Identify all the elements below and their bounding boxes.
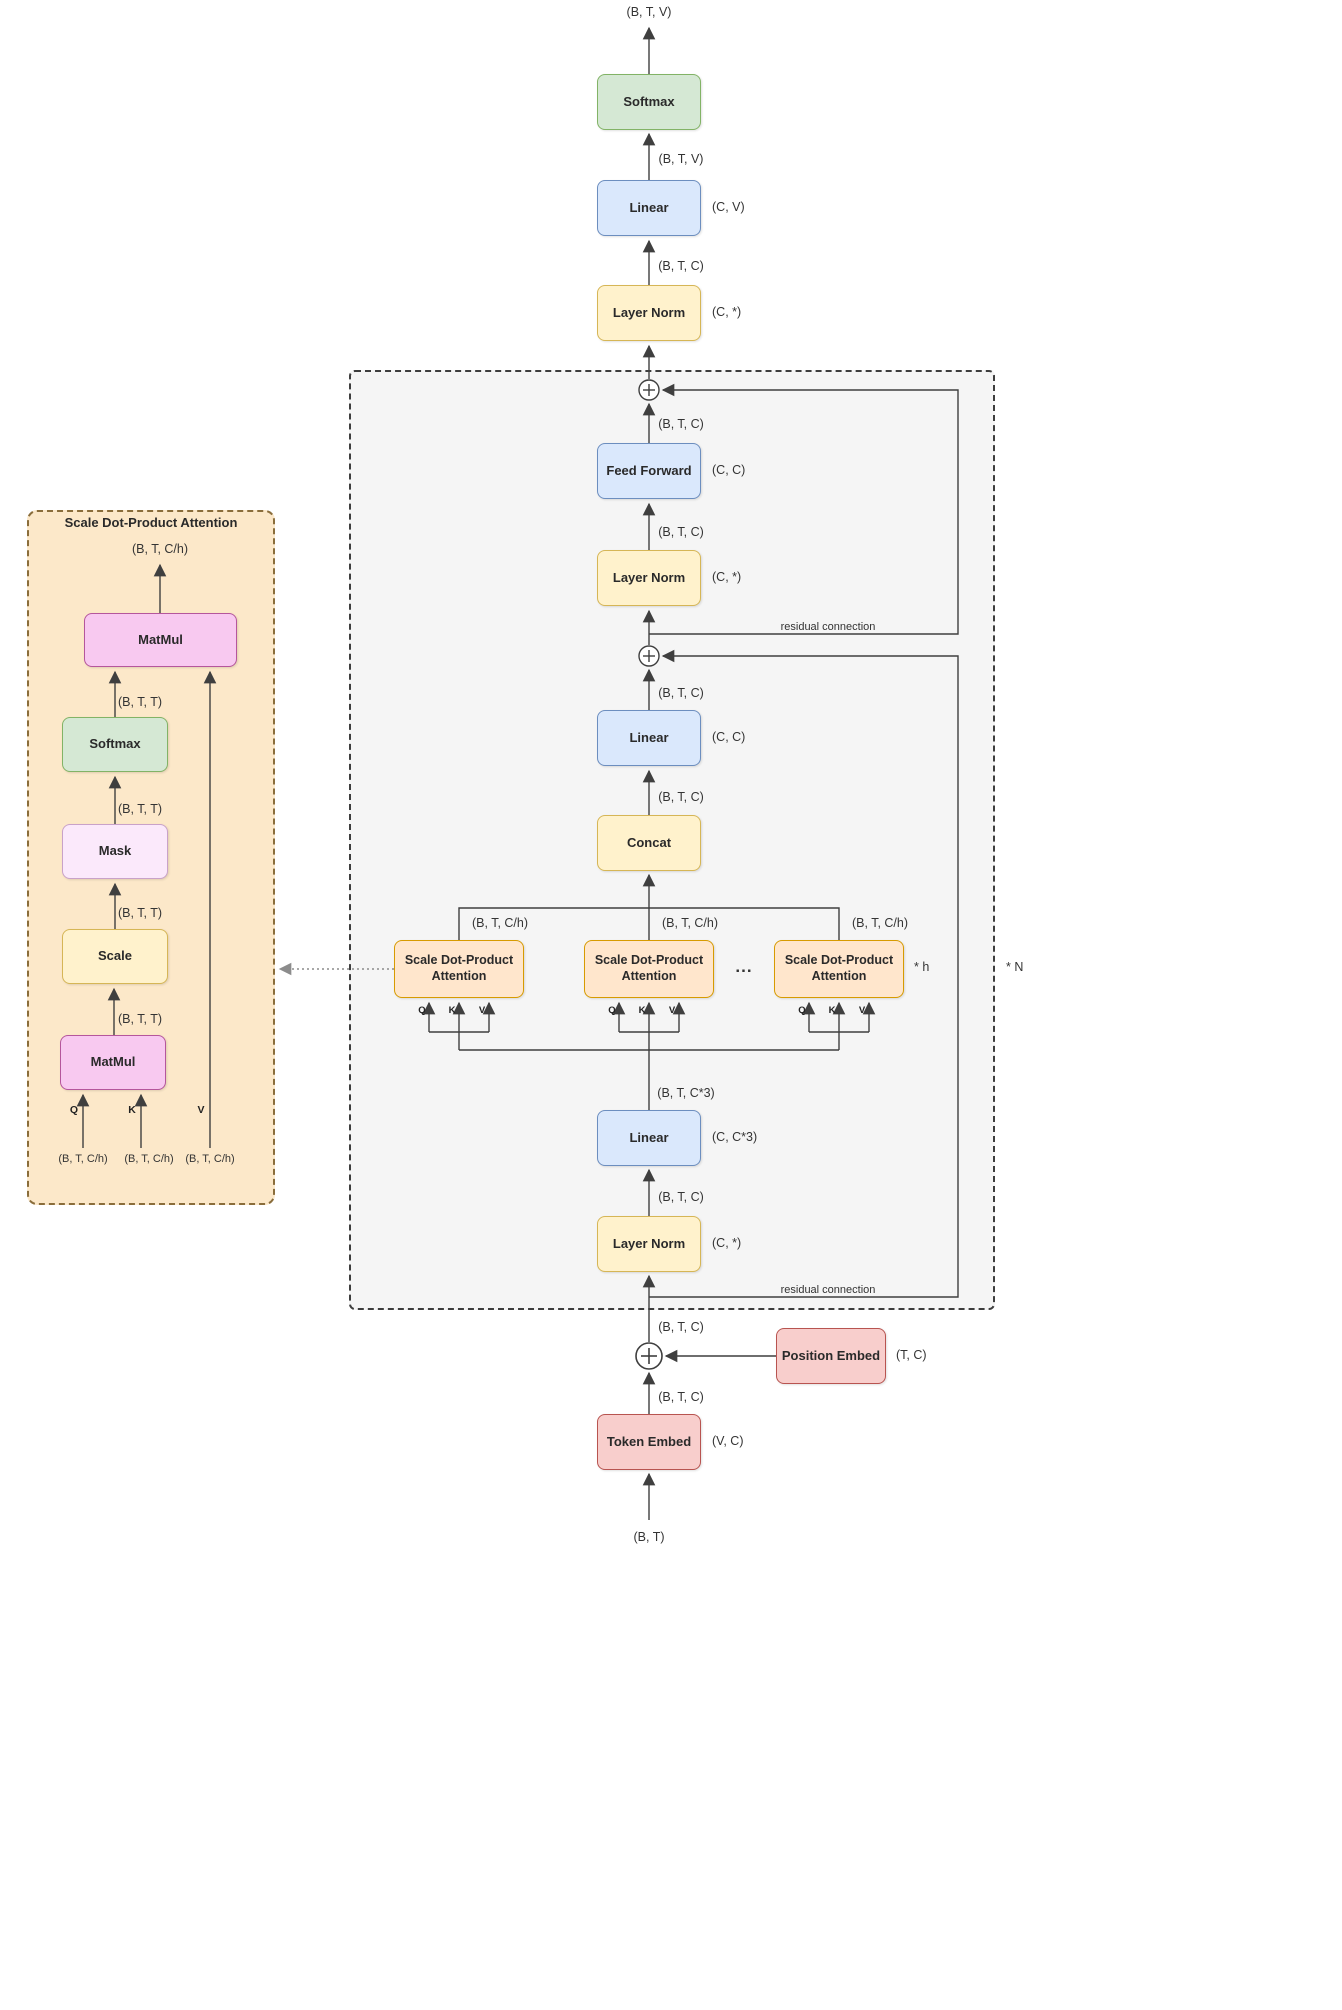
softmax-output-box: Softmax: [597, 74, 701, 130]
weight-shape-label: (C, *): [712, 1236, 742, 1250]
shape-label: (B, T, C): [658, 1320, 704, 1334]
heads-ellipsis: ...: [735, 957, 753, 976]
position-embed-box: Position Embed: [776, 1328, 886, 1384]
shape-label: (B, T, C/h): [131, 542, 189, 556]
weight-shape-label: (C, C): [712, 730, 746, 744]
k-label: K: [128, 1104, 136, 1116]
attention-head-box: Scale Dot-Product Attention: [584, 940, 714, 998]
residual-connection-label: residual connection: [777, 621, 879, 633]
linear-qkv-box: Linear: [597, 1110, 701, 1166]
token-embed-box: Token Embed: [597, 1414, 701, 1470]
weight-shape-label: (C, *): [712, 305, 742, 319]
shape-label: (B, T, C): [658, 525, 704, 539]
k-label: K: [638, 1005, 646, 1016]
weight-shape-label: (C, C*3): [712, 1130, 758, 1144]
shape-label: (B, T, C): [658, 686, 704, 700]
layer-norm-2-box: Layer Norm: [597, 550, 701, 606]
matmul-top-box: MatMul: [84, 613, 237, 667]
layer-norm-1-box: Layer Norm: [597, 1216, 701, 1272]
shape-label: (B, T, T): [118, 695, 162, 709]
v-label: V: [858, 1005, 866, 1016]
q-label: Q: [798, 1005, 806, 1016]
k-label: K: [448, 1005, 456, 1016]
matmul-bottom-box: MatMul: [60, 1035, 166, 1090]
shape-label: (B, T, T): [118, 906, 162, 920]
weight-shape-label: (T, C): [896, 1348, 927, 1362]
heads-multiplier-label: * h: [914, 960, 930, 974]
weight-shape-label: (C, V): [712, 200, 745, 214]
weight-shape-label: (C, C): [712, 463, 746, 477]
weight-shape-label: (V, C): [712, 1434, 744, 1448]
head-output-shape-label: (B, T, C/h): [661, 916, 719, 930]
linear-proj-box: Linear: [597, 710, 701, 766]
v-label: V: [668, 1005, 676, 1016]
shape-label: (B, T, C): [658, 1190, 704, 1204]
shape-label: (B, T, T): [118, 1012, 162, 1026]
shape-label: (B, T, C): [658, 1390, 704, 1404]
attention-head-box: Scale Dot-Product Attention: [774, 940, 904, 998]
v-label: V: [478, 1005, 486, 1016]
shape-label: (B, T, V): [658, 152, 704, 166]
feed-forward-box: Feed Forward: [597, 443, 701, 499]
shape-label-output: (B, T, V): [626, 5, 672, 19]
weight-shape-label: (C, *): [712, 570, 742, 584]
softmax-detail-box: Softmax: [62, 717, 168, 772]
attention-head-box: Scale Dot-Product Attention: [394, 940, 524, 998]
embedding-add-icon: [635, 1342, 663, 1370]
k-label: K: [828, 1005, 836, 1016]
shape-label: (B, T, C): [658, 417, 704, 431]
q-shape-label: (B, T, C/h): [58, 1153, 108, 1165]
shape-label: (B, T, C): [658, 259, 704, 273]
shape-label-input: (B, T): [633, 1530, 665, 1544]
v-label: V: [197, 1104, 205, 1116]
concat-box: Concat: [597, 815, 701, 871]
residual-add-icon: [638, 379, 660, 401]
scale-box: Scale: [62, 929, 168, 984]
shape-label: (B, T, T): [118, 802, 162, 816]
block-multiplier-label: * N: [1006, 960, 1024, 974]
q-label: Q: [69, 1104, 79, 1116]
head-output-shape-label: (B, T, C/h): [471, 916, 529, 930]
head-output-shape-label: (B, T, C/h): [851, 916, 909, 930]
main-flow-arrows: [422, 26, 959, 1520]
detail-panel-title: Scale Dot-Product Attention: [64, 515, 238, 530]
shape-label: (B, T, C*3): [657, 1086, 715, 1100]
q-label: Q: [608, 1005, 616, 1016]
q-label: Q: [418, 1005, 426, 1016]
residual-connection-label: residual connection: [777, 1284, 879, 1296]
mask-box: Mask: [62, 824, 168, 879]
k-shape-label: (B, T, C/h): [124, 1153, 174, 1165]
v-shape-label: (B, T, C/h): [185, 1153, 235, 1165]
shape-label: (B, T, C): [658, 790, 704, 804]
residual-add-icon: [638, 645, 660, 667]
detail-flow-arrows: [76, 563, 217, 1148]
layer-norm-final-box: Layer Norm: [597, 285, 701, 341]
linear-head-box: Linear: [597, 180, 701, 236]
